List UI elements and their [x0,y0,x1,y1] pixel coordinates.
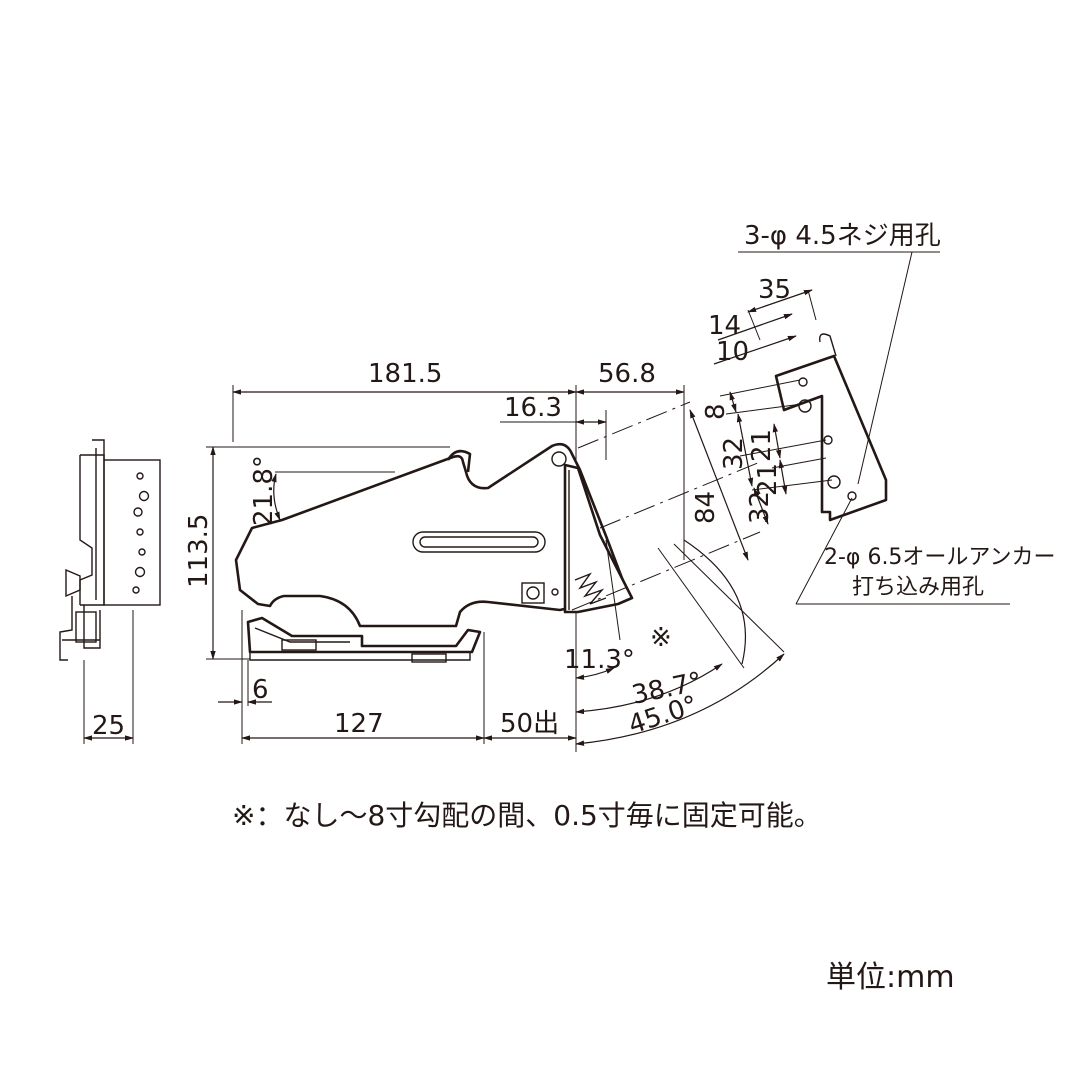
dim-32-upper: 32 [719,437,749,470]
dim-25: 25 [92,711,125,741]
mounting-plate [563,463,634,614]
main-view: 181.5 56.8 16.3 113.5 21.8° 6 127 50出 [184,359,785,752]
dim-10: 10 [716,337,749,367]
dim-113-5: 113.5 [184,514,214,588]
dim-21-lower: 21 [753,463,783,496]
dim-14: 14 [708,311,741,341]
dim-6: 6 [252,675,269,705]
dim-50-out: 50出 [500,709,559,739]
dim-35: 35 [758,275,791,305]
dim-16-3: 16.3 [504,393,562,423]
dim-181-5: 181.5 [368,359,442,389]
dim-127: 127 [334,709,384,739]
label-screw-holes: 3-φ 4.5ネジ用孔 [744,221,941,251]
dim-21-8: 21.8° [249,455,279,526]
arm-body [234,442,630,628]
dim-11-3: 11.3° [564,645,635,675]
label-anchor-holes-1: 2-φ 6.5オールアンカー [824,545,1056,570]
dim-21-upper: 21 [747,429,777,462]
mark-adjustable: ※ [650,623,672,653]
footnote: ※：なし～8寸勾配の間、0.5寸毎に固定可能。 [232,799,822,832]
base-rail [246,616,482,654]
dim-56-8: 56.8 [598,359,656,389]
side-view: 25 [59,439,161,744]
adjust-slot [412,531,546,553]
dim-32-lower: 32 [745,491,775,524]
dim-84: 84 [691,491,721,524]
unit-label: 単位:mm [826,960,955,995]
dim-8: 8 [701,403,731,420]
plate-view: 84 35 14 10 8 32 32 21 21 3- [689,221,1056,605]
label-anchor-holes-2: 打ち込み用孔 [852,575,984,600]
pivot [551,451,567,467]
bolt [521,582,545,604]
